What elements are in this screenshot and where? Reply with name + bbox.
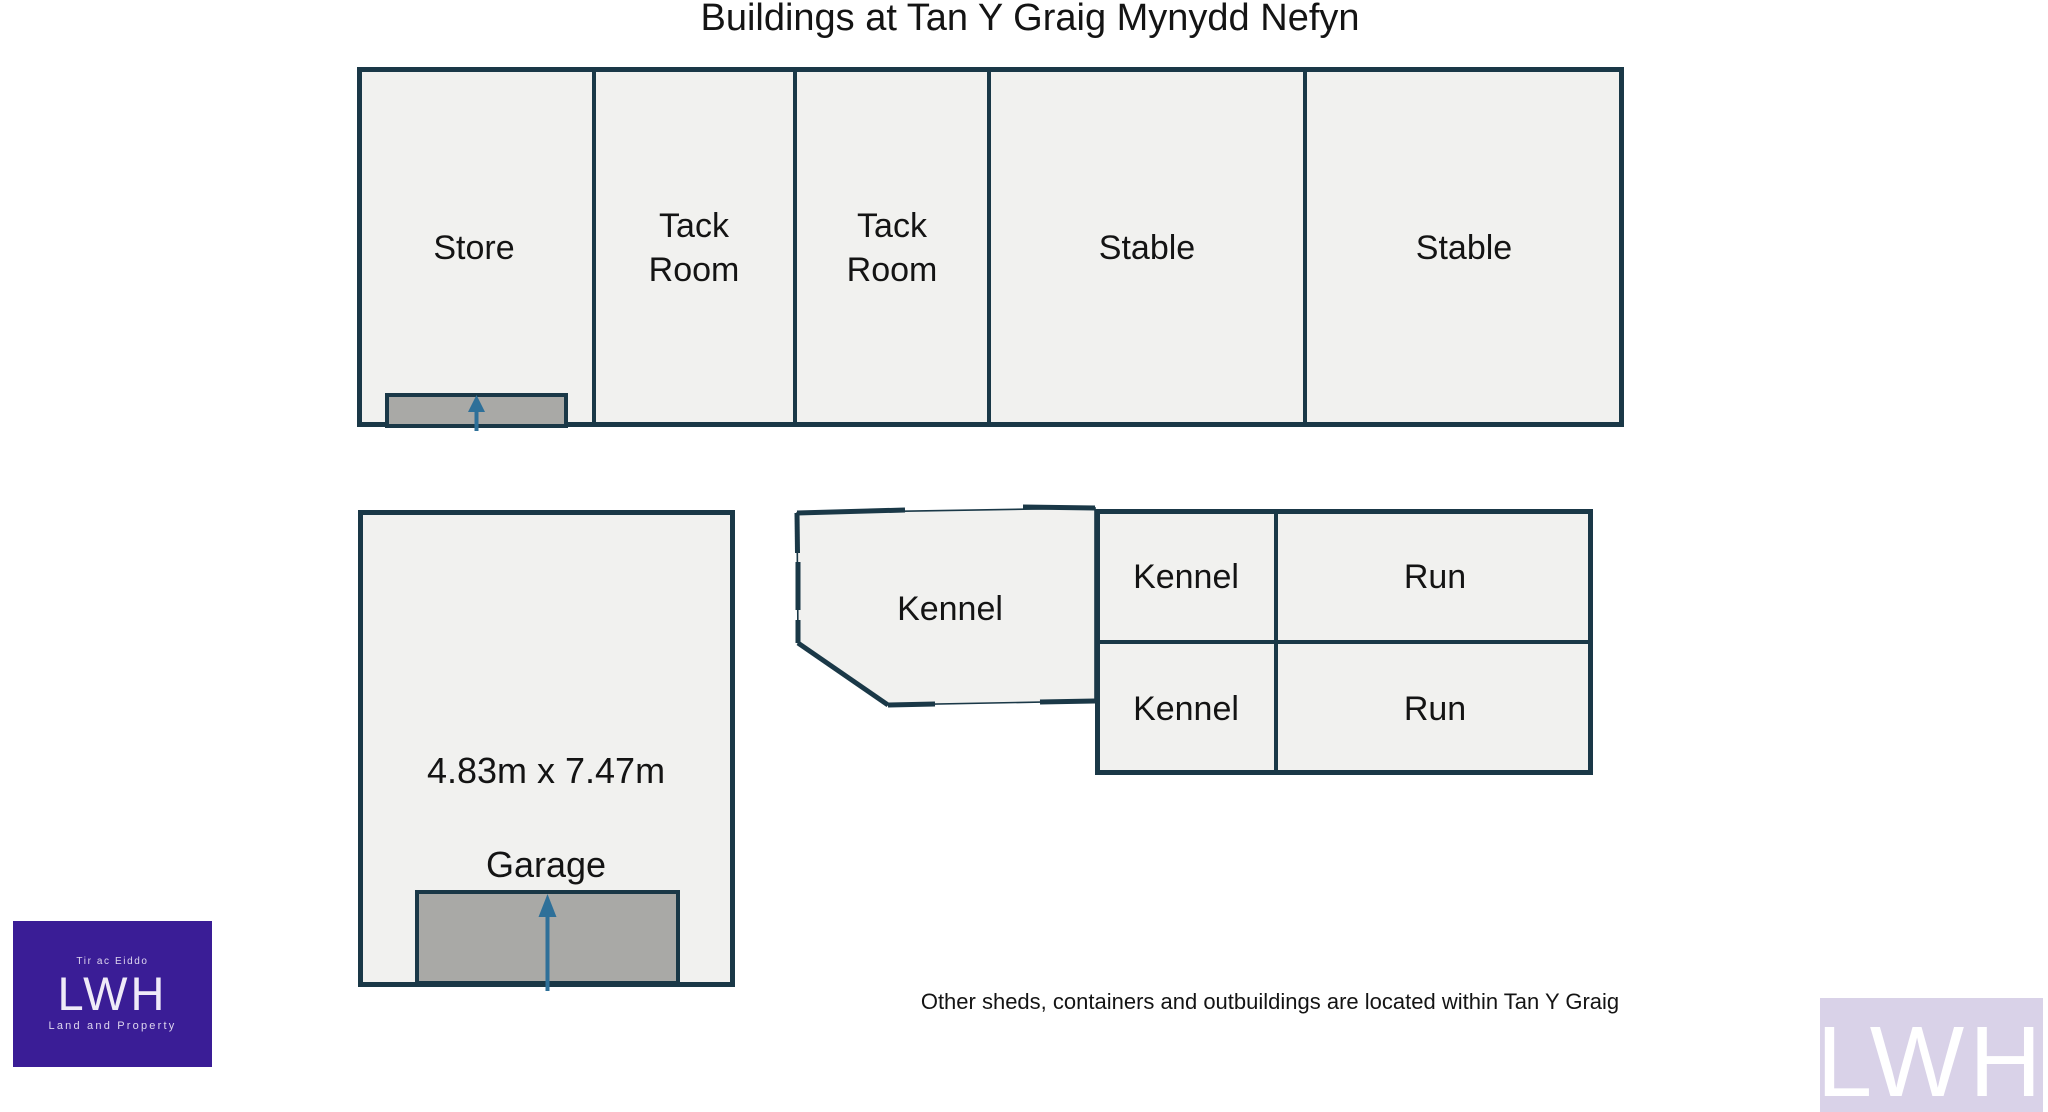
garage-dimensions: 4.83m x 7.47m [426, 750, 666, 791]
garage-label: 4.83m x 7.47m Garage [396, 700, 696, 888]
store-door-arrow [468, 395, 485, 431]
watermark-initials: LWH [1820, 1006, 2043, 1112]
room-label-stable-2: Stable [1415, 229, 1513, 267]
stable-block-dividers [592, 69, 1307, 425]
kennel-wall-segments [794, 504, 1096, 708]
corner-watermark: LWH [1820, 998, 2043, 1112]
run-top-label: Run [1403, 558, 1467, 596]
room-label-stable-1: Stable [1098, 229, 1196, 267]
logo-initials: LWH [57, 966, 168, 1020]
room-label-tack-room-1: Tack Room [648, 207, 740, 289]
room-label-tack-room-2: Tack Room [846, 207, 938, 289]
logo-english-tagline: Land and Property [48, 1020, 177, 1033]
logo-welsh-tagline: Tir ac Eiddo [76, 955, 149, 967]
kennel-top-label: Kennel [1133, 558, 1239, 596]
run-bottom-label: Run [1403, 690, 1467, 728]
page-title: Buildings at Tan Y Graig Mynydd Nefyn [700, 0, 1360, 39]
kennel-bottom-label: Kennel [1133, 690, 1239, 728]
garage-door-arrow [538, 894, 557, 991]
footer-note: Other sheds, containers and outbuildings… [920, 989, 1620, 1014]
garage-name: Garage [485, 844, 607, 885]
company-logo: Tir ac Eiddo LWH Land and Property [13, 921, 212, 1067]
kennel-main-label: Kennel [897, 590, 1003, 628]
room-label-store: Store [433, 229, 515, 267]
